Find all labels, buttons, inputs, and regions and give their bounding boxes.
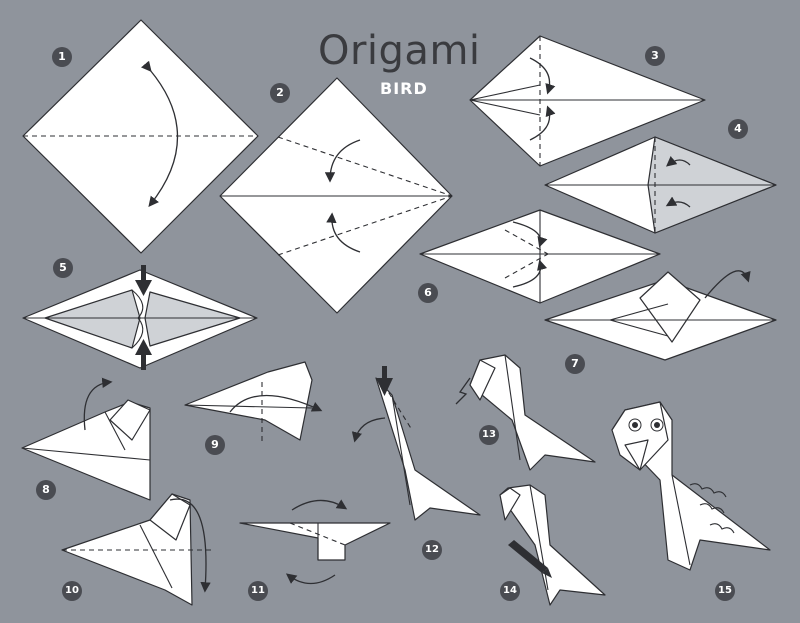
step-number-badge: 9 (205, 435, 225, 455)
push-arrow-icon (135, 280, 152, 296)
step-15-diagram (611, 401, 771, 571)
fold-arrow-icon (326, 212, 361, 253)
step-number-badge: 1 (52, 47, 72, 67)
fold-arrow-icon (351, 417, 386, 443)
step-5-diagram (22, 265, 258, 370)
step-3-diagram (469, 35, 706, 167)
step-number-badge: 3 (645, 46, 665, 66)
bird-eye-icon (654, 422, 660, 428)
step-number-badge: 11 (248, 581, 268, 601)
page-subtitle: BIRD (380, 79, 428, 98)
fold-arrow-icon (285, 573, 336, 585)
bird-eye-icon (632, 422, 638, 428)
step-number-badge: 5 (53, 258, 73, 278)
fold-arrow-icon (665, 196, 691, 208)
step-number-badge: 15 (715, 581, 735, 601)
step-number-badge: 14 (500, 581, 520, 601)
step-number-badge: 13 (479, 425, 499, 445)
page-title: Origami (318, 28, 481, 74)
step-11-diagram (239, 499, 391, 585)
step-12-diagram (351, 366, 481, 521)
fold-arrow-icon (141, 60, 178, 208)
step-10-diagram (61, 493, 215, 606)
step-number-badge: 10 (62, 581, 82, 601)
step-number-badge: 8 (36, 480, 56, 500)
step-1-diagram (22, 19, 259, 254)
step-2-diagram (219, 77, 453, 314)
fold-arrow-icon (666, 156, 691, 167)
step-4-diagram (544, 136, 777, 234)
fold-arrow-icon (324, 139, 361, 183)
step-number-badge: 12 (422, 540, 442, 560)
step-number-badge: 4 (728, 119, 748, 139)
step-6-diagram (419, 209, 661, 304)
step-8-diagram (21, 377, 151, 501)
push-arrow-icon (135, 339, 152, 355)
fold-arrow-icon (529, 105, 556, 141)
fold-arrow-icon (704, 270, 751, 299)
step-9-diagram (184, 361, 323, 442)
step-number-badge: 7 (565, 354, 585, 374)
fold-arrow-icon (169, 498, 211, 593)
step-number-badge: 6 (418, 283, 438, 303)
fold-arrow-icon (512, 259, 548, 288)
fold-arrow-icon (455, 377, 471, 405)
step-14-diagram (499, 484, 606, 606)
fold-arrow-icon (229, 394, 323, 413)
fold-arrow-icon (291, 499, 348, 511)
fold-arrow-icon (83, 377, 113, 431)
step-number-badge: 2 (270, 83, 290, 103)
fold-arrow-icon (512, 221, 548, 248)
step-13-diagram (455, 354, 596, 471)
step-7-diagram (544, 270, 777, 361)
fold-arrow-icon (529, 57, 556, 95)
push-arrow-icon (376, 378, 393, 396)
pencil-icon (508, 540, 552, 578)
